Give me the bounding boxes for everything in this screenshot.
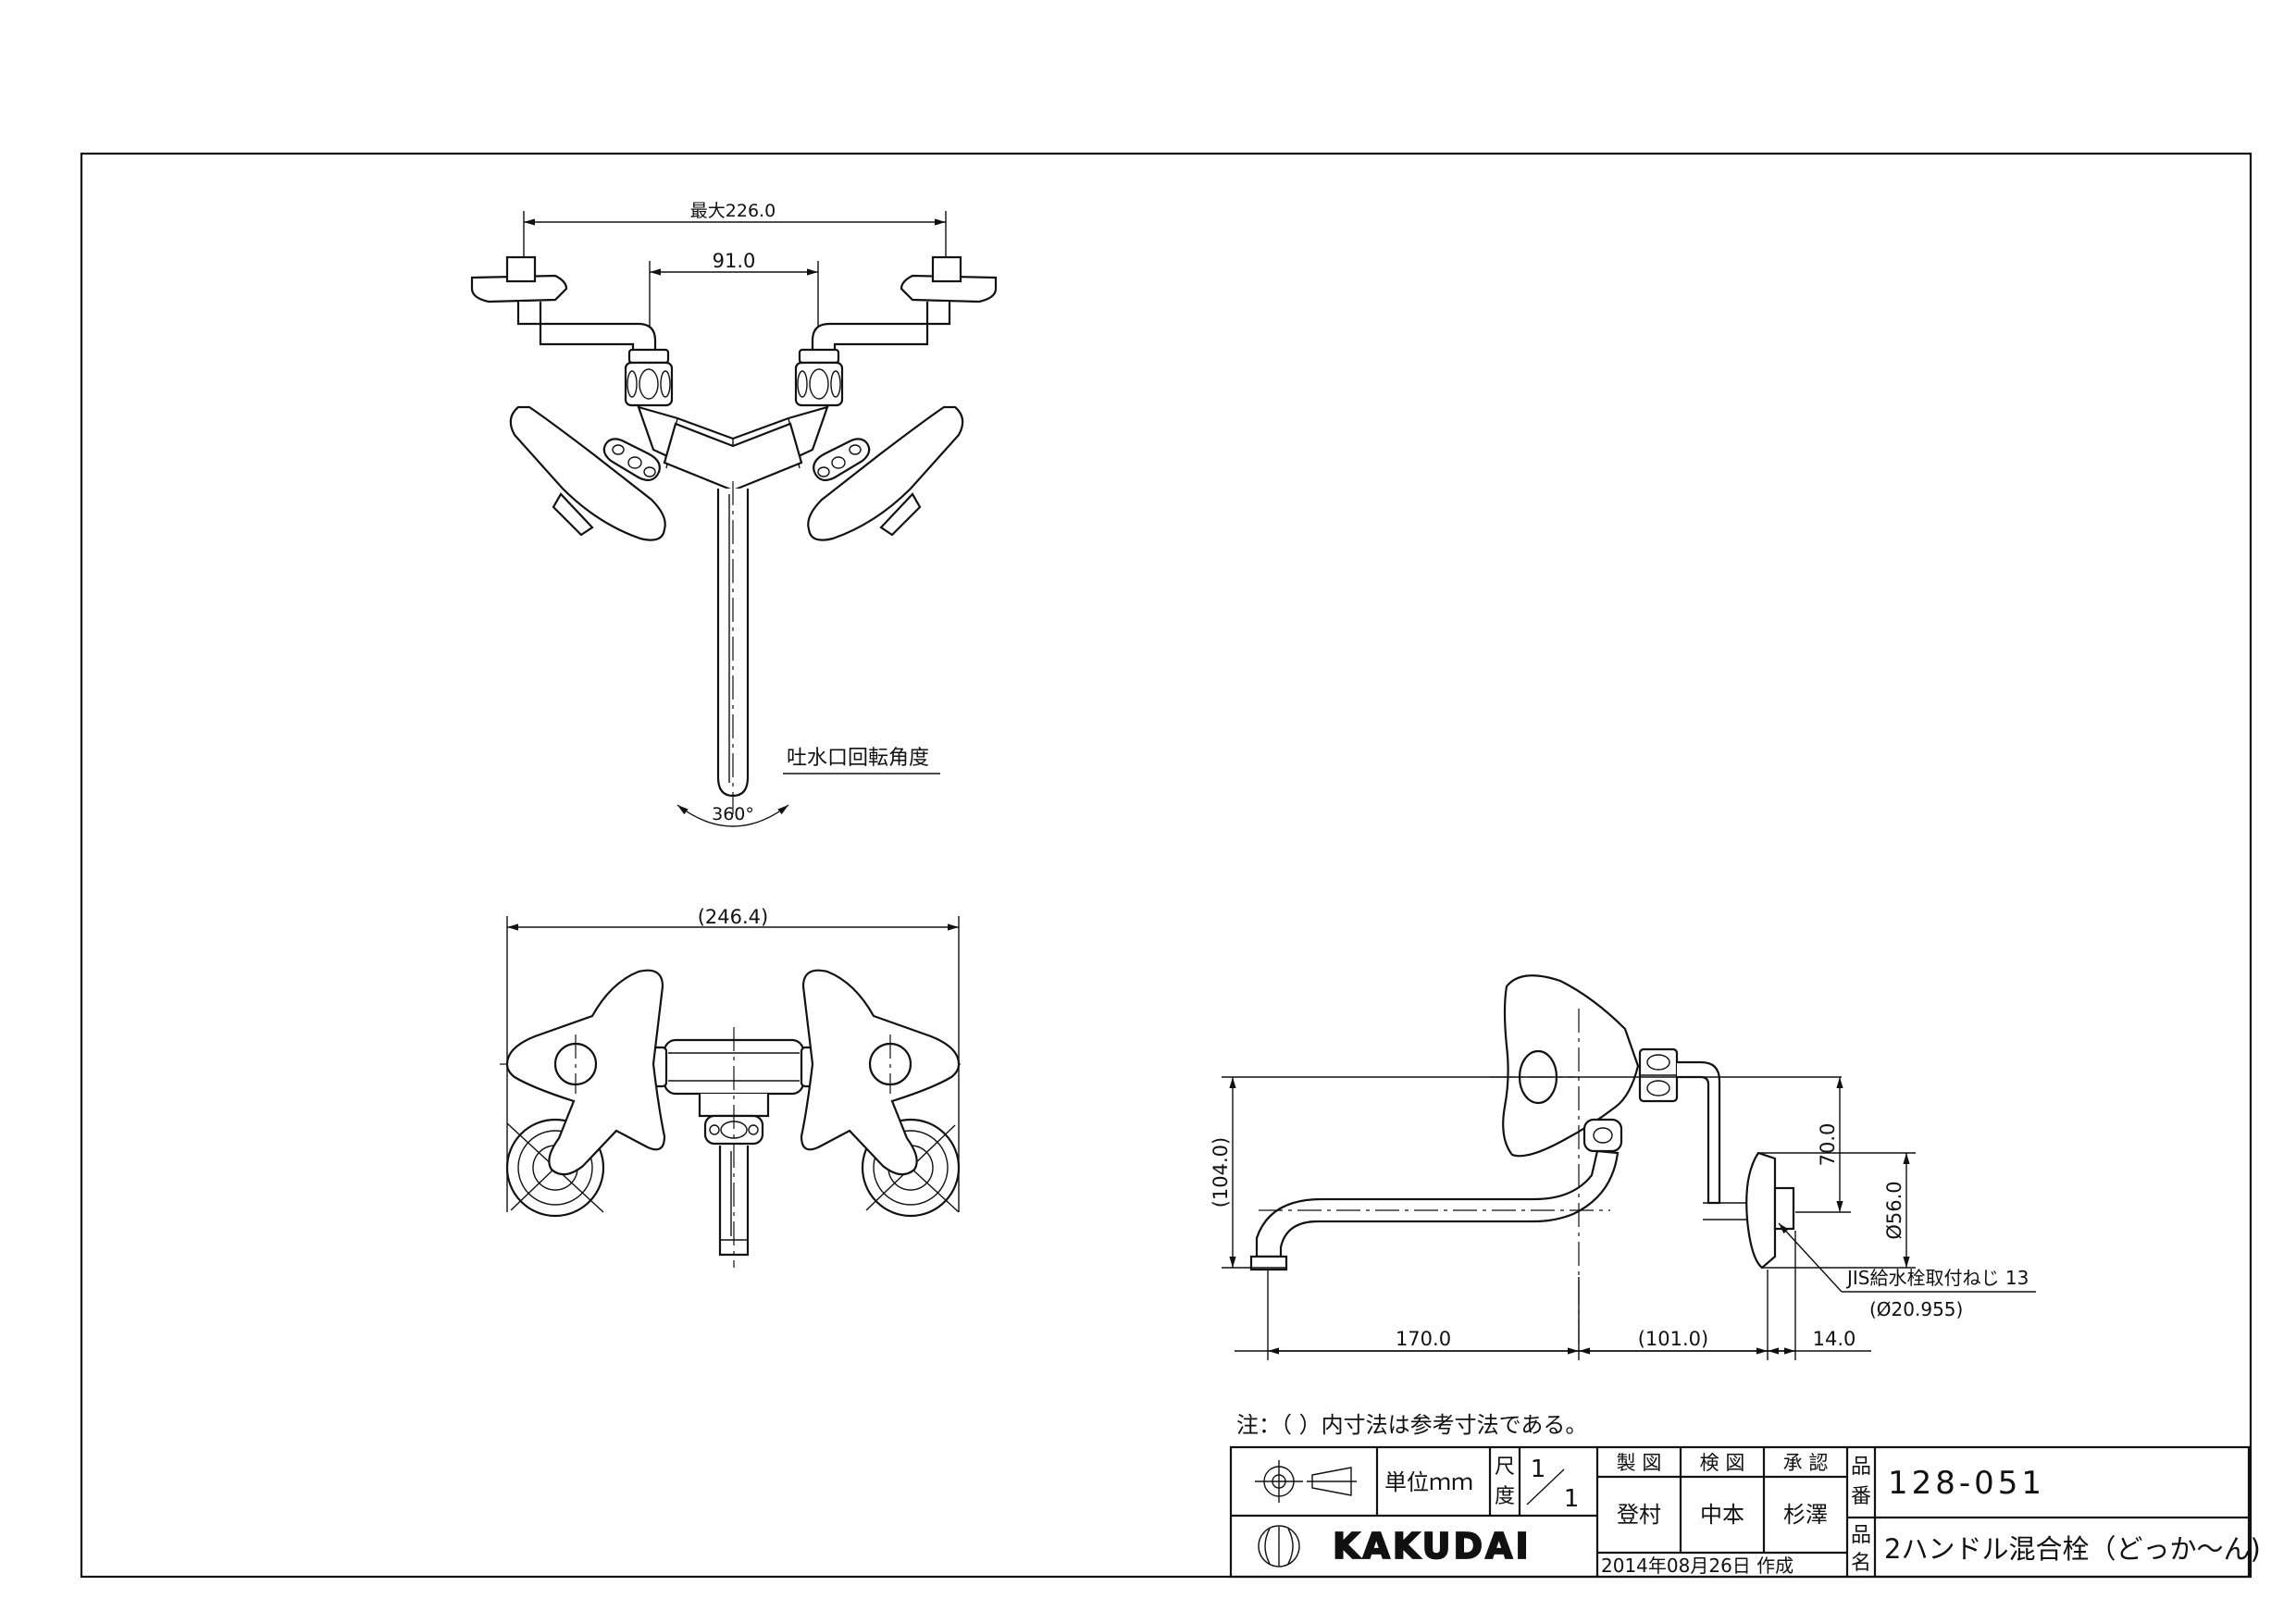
dim-side-depth: (101.0) [1638, 1328, 1709, 1350]
part-no-label-2: 番 [1851, 1485, 1871, 1508]
part-number: 128-051 [1888, 1465, 2045, 1502]
checked-header: 検 図 [1700, 1452, 1745, 1474]
product-name: 2ハンドル混合栓（どっか〜ん) [1884, 1533, 2261, 1565]
spout-rotation-angle: 360° [712, 804, 754, 824]
reference-note: 注：（ ）内寸法は参考寸法である。 [1236, 1412, 1587, 1438]
side-handle [1502, 974, 1640, 1158]
scale-label-1: 尺 [1495, 1456, 1515, 1479]
side-wall-flange [1745, 1151, 1777, 1270]
approved-header: 承 認 [1783, 1452, 1829, 1474]
scale-label-2: 度 [1495, 1485, 1515, 1508]
kakudai-logo-icon [1258, 1525, 1300, 1567]
dim-flange-diameter: Ø56.0 [1883, 1181, 1905, 1239]
drawn-header: 製 図 [1617, 1452, 1662, 1474]
scale-denominator: 1 [1564, 1485, 1580, 1513]
drawing-border [80, 152, 2253, 1579]
side-spout [1255, 1149, 1620, 1258]
front-view: (246.4) [500, 906, 966, 1268]
dim-top-max-width: 最大226.0 [690, 201, 776, 221]
projection-symbol-icon [1255, 1460, 1357, 1503]
title-block: 単位ｍｍ 尺 度 1 1 製 図 検 図 承 認 登村 中本 杉澤 品 番 12… [1229, 1445, 2261, 1579]
name-label-1: 品 [1851, 1524, 1871, 1547]
spout-rotation-label: 吐水口回転角度 [787, 747, 929, 770]
dim-side-flange: 14.0 [1813, 1328, 1856, 1350]
top-view: 最大226.0 91.0 [470, 201, 998, 827]
dim-top-inner-width: 91.0 [713, 250, 756, 272]
thread-diameter: (Ø20.955) [1869, 1298, 1963, 1320]
right-flange-top [900, 274, 998, 304]
right-handle-top [807, 405, 964, 541]
left-handle-top [509, 405, 666, 541]
company-name: KAKUDAI [1333, 1526, 1532, 1567]
left-flange-top [470, 274, 568, 304]
name-label-2: 名 [1851, 1552, 1871, 1575]
dim-front-width: (246.4) [698, 906, 769, 928]
part-no-label-1: 品 [1851, 1456, 1871, 1479]
thread-label: JIS給水栓取付ねじ 13 [1845, 1267, 2029, 1289]
unit-label: 単位ｍｍ [1384, 1469, 1473, 1495]
dim-side-offset: 70.0 [1817, 1123, 1839, 1167]
scale-numerator: 1 [1531, 1456, 1546, 1483]
approved-by: 杉澤 [1783, 1502, 1828, 1528]
drawn-by: 登村 [1617, 1502, 1661, 1528]
side-view: (104.0) 70.0 Ø56.0 JIS給水栓取付ねじ 13 (Ø20.95… [1210, 974, 2036, 1360]
drawing-date: 2014年08月26日 作成 [1601, 1555, 1793, 1577]
dim-side-height: (104.0) [1210, 1137, 1232, 1208]
checked-by: 中本 [1700, 1502, 1744, 1528]
dim-side-reach: 170.0 [1396, 1328, 1451, 1350]
